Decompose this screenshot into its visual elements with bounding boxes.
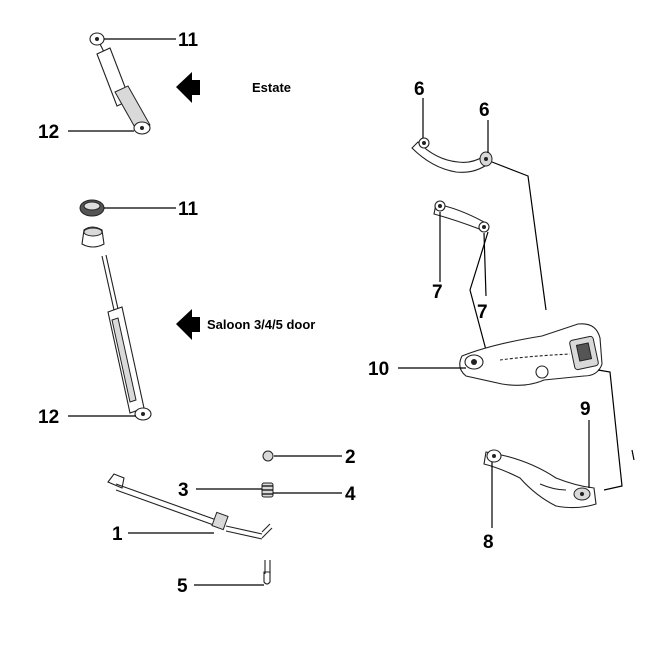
assembly-guide-line-2 (469, 231, 489, 351)
callout-7-right: 7 (477, 302, 488, 323)
upper-arm-6 (411, 137, 493, 173)
callout-12-estate: 12 (38, 122, 59, 143)
lower-guide-lines (597, 369, 623, 491)
stabiliser-link-parts (261, 450, 274, 585)
callout-11-estate: 11 (178, 30, 199, 51)
arrow-estate-icon (176, 72, 200, 103)
callout-8: 8 (483, 532, 494, 553)
saloon-shock-absorber (79, 199, 152, 421)
caption-saloon: Saloon 3/4/5 door (207, 317, 315, 332)
callout-4: 4 (345, 484, 356, 505)
hub-carrier (459, 323, 603, 386)
callout-6-left: 6 (414, 79, 425, 100)
callout-6-right: 6 (479, 100, 490, 121)
lower-guide-line-2 (631, 449, 635, 461)
stabiliser-bar (107, 473, 273, 540)
callout-3: 3 (178, 480, 189, 501)
callout-12-saloon: 12 (38, 407, 59, 428)
lower-arm (483, 449, 597, 509)
estate-shock-absorber (89, 32, 151, 135)
callout-7-left: 7 (432, 282, 443, 303)
caption-estate: Estate (252, 80, 291, 95)
callout-5: 5 (177, 576, 188, 597)
assembly-guide-lines (491, 161, 547, 311)
callout-10: 10 (368, 359, 389, 380)
arrow-saloon-icon (176, 309, 200, 340)
upper-arm-7 (433, 200, 490, 233)
callout-9: 9 (580, 399, 591, 420)
callout-2: 2 (345, 447, 356, 468)
callout-11-saloon: 11 (178, 199, 199, 220)
callout-1: 1 (112, 524, 123, 545)
